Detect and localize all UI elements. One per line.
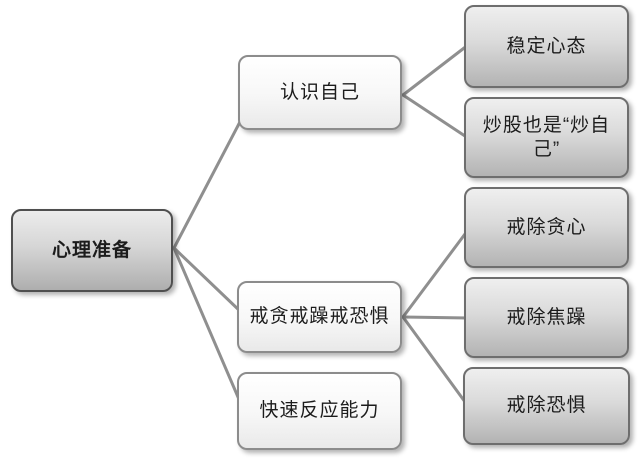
node-avoid-greed-impatience-fear: 戒贪戒躁戒恐惧	[237, 281, 402, 353]
node-know-yourself: 认识自己	[238, 55, 402, 130]
node-root-psychological-preparation: 心理准备	[11, 209, 173, 292]
node-eliminate-anxiety: 戒除焦躁	[464, 277, 629, 358]
edge-root-avoid-three	[172, 246, 243, 314]
node-eliminate-greed: 戒除贪心	[464, 187, 629, 268]
node-stable-mindset: 稳定心态	[464, 5, 629, 88]
edge-avoid-noanxiety	[401, 315, 470, 320]
node-trading-is-trading-yourself: 炒股也是“炒自己”	[464, 97, 629, 178]
edge-avoid-nogreed	[401, 228, 470, 319]
edge-root-know-self	[172, 116, 244, 250]
node-eliminate-fear: 戒除恐惧	[463, 367, 630, 445]
edge-knowself-stablemind	[401, 43, 470, 97]
edge-knowself-tradeself	[401, 93, 470, 140]
edge-avoid-nofear	[401, 315, 470, 408]
edge-root-quick-react	[172, 246, 243, 406]
node-quick-reaction-ability: 快速反应能力	[237, 372, 402, 450]
